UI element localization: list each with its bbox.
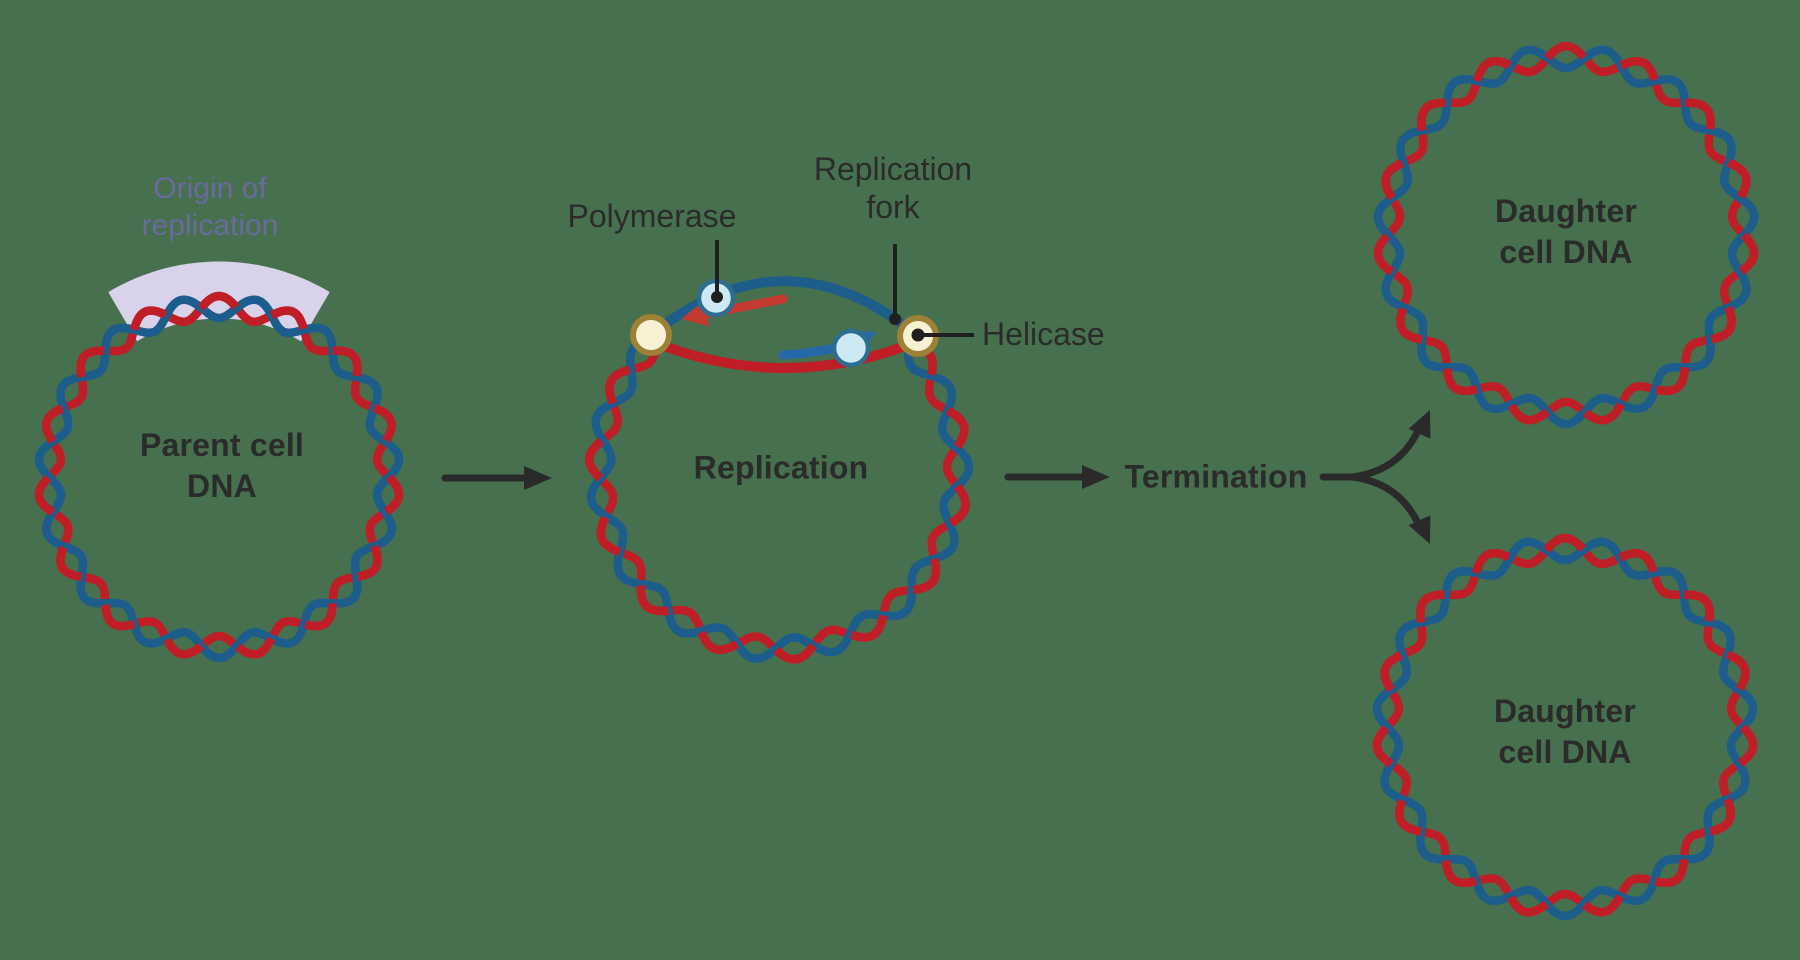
daughter-cell-dna-bottom-label: Daughter cell DNA — [1493, 693, 1637, 770]
replication-fork-pointer-dot — [889, 313, 901, 325]
parent-cell-dna-label: Parent cell DNA — [139, 427, 305, 504]
replication-stage-label: Replication — [693, 449, 869, 486]
termination-up-curve — [1348, 420, 1425, 481]
termination-down-arrow-head — [1408, 515, 1431, 544]
replication-fork-label: Replication fork — [813, 151, 973, 225]
polymerase-label: Polymerase — [567, 198, 737, 234]
termination-up-arrow-head — [1408, 410, 1431, 439]
replication-dna-ring-red-weave — [585, 339, 970, 664]
polymerase-pointer-dot — [711, 291, 723, 303]
daughter-top-dna-ring-blue-strand — [1373, 45, 1759, 429]
daughter-cell-dna-top-label: Daughter cell DNA — [1494, 193, 1638, 270]
helicase-pointer-dot — [911, 328, 925, 342]
origin-of-replication-label: Origin of replication — [141, 172, 279, 242]
termination-down-curve — [1348, 473, 1425, 534]
termination-stage-label: Termination — [1124, 458, 1308, 495]
bubble-blue-strand — [646, 276, 923, 341]
polymerase-bottom-circle — [831, 328, 871, 368]
replication-dna-ring-blue-strand — [586, 335, 974, 663]
helicase-left-circle — [630, 314, 672, 356]
daughter-bottom-dna-ring-blue-strand — [1372, 537, 1758, 921]
origin-highlight-band — [108, 261, 330, 342]
parent-to-replication-arrow-head — [524, 466, 552, 490]
helicase-label: Helicase — [982, 316, 1105, 352]
replication-to-termination-arrow-head — [1082, 465, 1110, 489]
parent-dna-ring-blue-strand — [34, 295, 404, 663]
bubble-red-strand — [646, 336, 923, 373]
